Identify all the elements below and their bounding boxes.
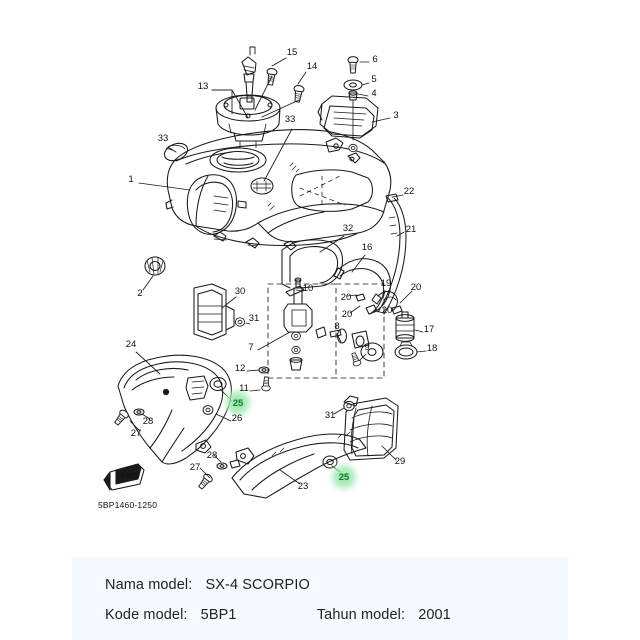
callout-7[interactable]: 7: [248, 342, 253, 353]
callout-20-a[interactable]: 20: [341, 292, 352, 303]
highlight-glow-25-left: [221, 386, 255, 420]
callout-3[interactable]: 3: [393, 110, 398, 121]
callout-25-right[interactable]: 25: [339, 472, 350, 483]
callout-16[interactable]: 16: [362, 242, 373, 253]
callout-29[interactable]: 29: [395, 456, 406, 467]
callout-2[interactable]: 2: [137, 288, 142, 299]
callout-19[interactable]: 19: [381, 278, 392, 289]
callout-33-b[interactable]: 33: [285, 114, 296, 125]
callout-9[interactable]: 9: [364, 342, 369, 353]
callout-20-c[interactable]: 20: [382, 305, 393, 316]
model-name-row: Nama model: SX-4 SCORPIO: [105, 577, 310, 593]
callout-27-b[interactable]: 27: [190, 462, 201, 473]
callout-27-a[interactable]: 27: [131, 428, 142, 439]
callout-11[interactable]: 11: [239, 383, 249, 394]
callout-22[interactable]: 22: [404, 186, 415, 197]
callout-13[interactable]: 13: [198, 81, 209, 92]
callout-25-left[interactable]: 25: [233, 398, 244, 409]
callout-8[interactable]: 8: [334, 321, 339, 332]
callout-28-b[interactable]: 28: [207, 450, 218, 461]
callout-1[interactable]: 1: [128, 174, 133, 185]
callout-21[interactable]: 21: [406, 224, 417, 235]
drawing-number: 5BP1460-1250: [98, 500, 157, 510]
callout-12[interactable]: 12: [235, 363, 246, 374]
callout-31-b[interactable]: 31: [325, 410, 336, 421]
callout-32[interactable]: 32: [343, 223, 354, 234]
callout-23[interactable]: 23: [298, 481, 309, 492]
callout-6[interactable]: 6: [372, 54, 377, 65]
model-code-label: Kode model:: [105, 607, 188, 623]
model-year-value: 2001: [418, 607, 451, 623]
model-name-label: Nama model:: [105, 577, 193, 593]
callout-24[interactable]: 24: [126, 339, 137, 350]
model-year-label: Tahun model:: [316, 607, 406, 623]
model-code-value: 5BP1: [200, 607, 237, 623]
callout-5[interactable]: 5: [371, 74, 376, 85]
fwd-marker-label: FWD: [121, 471, 139, 480]
model-name-value: SX-4 SCORPIO: [205, 577, 310, 593]
callout-4[interactable]: 4: [371, 88, 376, 99]
callout-28-a[interactable]: 28: [143, 416, 154, 427]
exploded-parts-drawing: FWD 5BP1460-1250 1 2 3 4 5 6 7 8 9 10 11…: [98, 46, 438, 510]
callout-17[interactable]: 17: [424, 324, 435, 335]
callout-15[interactable]: 15: [287, 47, 298, 58]
highlight-glow-25-right: [327, 460, 361, 494]
model-info-panel: Nama model: SX-4 SCORPIO Kode model: 5BP…: [72, 557, 568, 640]
callout-14[interactable]: 14: [307, 61, 318, 72]
callout-20-b[interactable]: 20: [342, 309, 353, 320]
callout-20-d[interactable]: 20: [411, 282, 422, 293]
callout-31-a[interactable]: 31: [249, 313, 260, 324]
callout-33-a[interactable]: 33: [158, 133, 169, 144]
callout-30[interactable]: 30: [235, 286, 246, 297]
callout-18[interactable]: 18: [427, 343, 438, 354]
callout-10[interactable]: 10: [303, 283, 314, 294]
model-code-row: Kode model: 5BP1 Tahun model: 2001: [105, 607, 451, 623]
diagram-canvas[interactable]: FWD 5BP1460-1250 1 2 3 4 5 6 7 8 9 10 11…: [0, 0, 640, 548]
callout-26[interactable]: 26: [232, 413, 243, 424]
